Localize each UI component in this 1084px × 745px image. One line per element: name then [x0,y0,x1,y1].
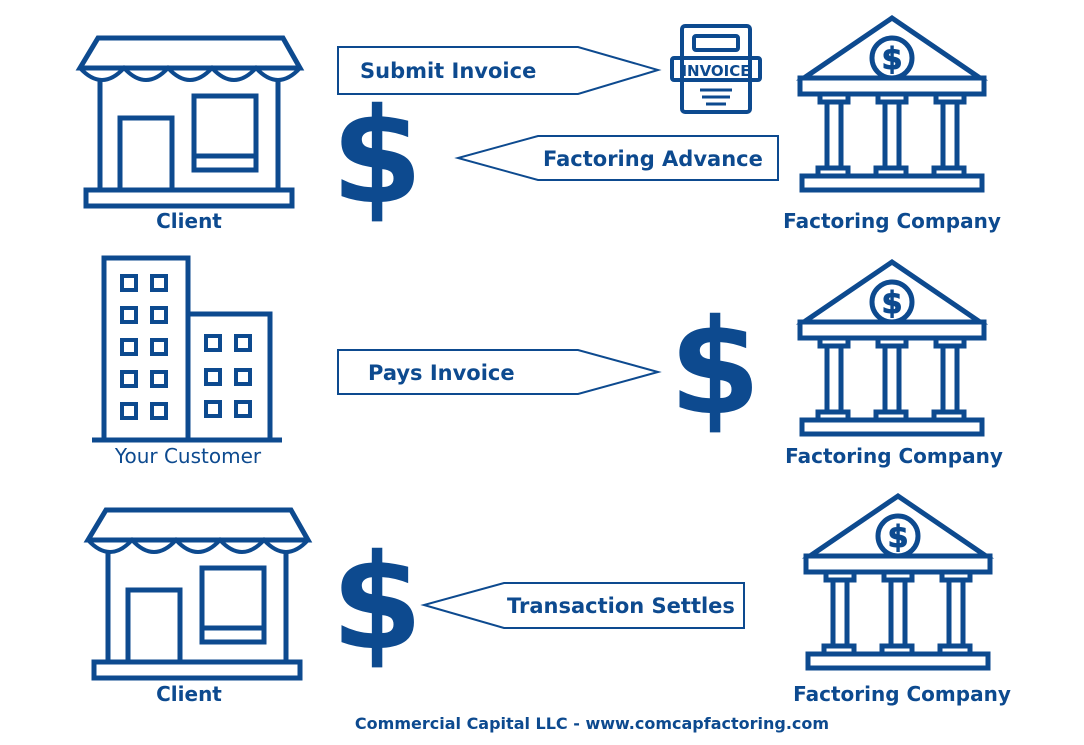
client-label-top: Client [156,209,222,233]
bank-icon-middle [800,262,984,434]
dollar-sign-icon-top: $ [331,80,423,234]
storefront-icon-bottom [88,510,308,678]
dollar-sign-icon-bottom: $ [331,526,423,680]
submit-invoice-label: Submit Invoice [360,59,536,83]
bank-icon-top [800,18,984,190]
transaction-settles-arrow [420,582,745,629]
factoring-advance-arrow [454,135,779,181]
submit-invoice-arrow [337,46,662,95]
footer-credit: Commercial Capital LLC - www.comcapfacto… [355,714,829,733]
factoring-company-label-bottom: Factoring Company [793,682,1011,706]
pays-invoice-arrow [337,349,662,395]
factoring-advance-label: Factoring Advance [543,147,763,171]
factoring-company-label-top: Factoring Company [783,209,1001,233]
dollar-sign-icon-middle: $ [669,291,761,445]
pays-invoice-label: Pays Invoice [368,361,515,385]
factoring-company-label-middle: Factoring Company [785,444,1003,468]
bank-icon-bottom [806,496,990,668]
invoice-document-icon: INVOICE [670,24,762,114]
transaction-settles-label: Transaction Settles [507,594,735,618]
your-customer-label: Your Customer [114,444,262,468]
office-building-icon [92,255,282,443]
invoice-text: INVOICE [681,62,750,80]
storefront-icon [80,38,300,206]
client-label-bottom: Client [156,682,222,706]
